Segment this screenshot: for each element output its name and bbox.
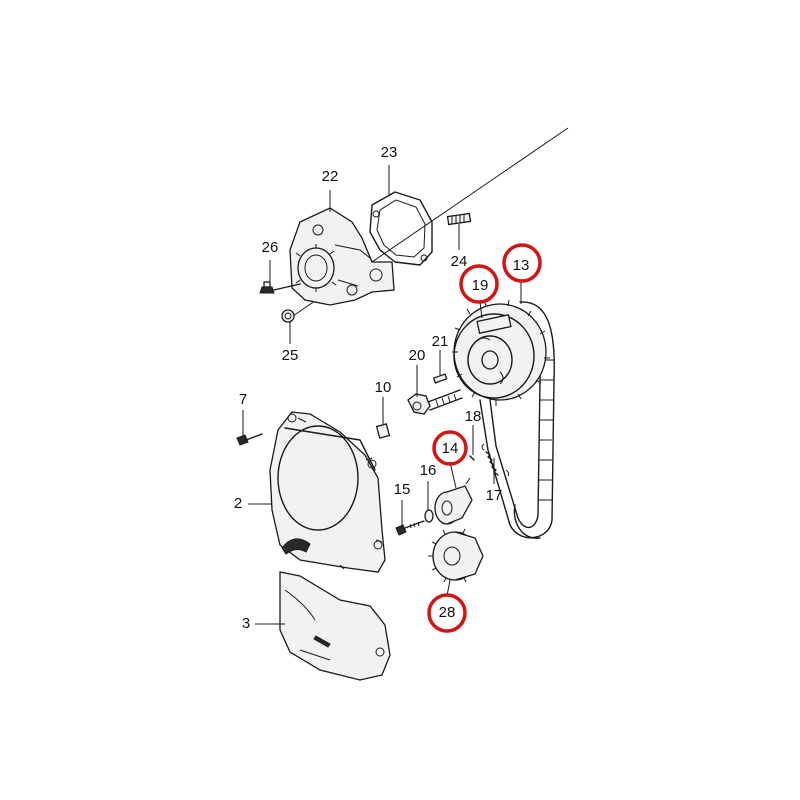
label-7: 7 xyxy=(239,391,247,408)
label-21: 21 xyxy=(432,333,449,350)
bolt-26 xyxy=(259,281,301,294)
label-15: 15 xyxy=(394,481,411,498)
label-17: 17 xyxy=(486,487,503,504)
label-26: 26 xyxy=(262,239,279,256)
highlight-circle-28 xyxy=(427,593,467,633)
tensioner-spring xyxy=(481,443,510,477)
label-3: 3 xyxy=(242,615,250,632)
highlight-circles xyxy=(427,243,542,633)
label-23: 23 xyxy=(381,144,398,161)
label-14: 14 xyxy=(442,440,459,457)
camshaft-bolt xyxy=(407,389,463,415)
tensioner-bolt xyxy=(395,520,425,536)
bolt-25 xyxy=(281,309,295,323)
crankshaft-pulley xyxy=(428,528,484,583)
highlight-circle-14 xyxy=(432,430,468,466)
water-pump xyxy=(289,207,395,306)
washer-16 xyxy=(424,509,434,523)
label-2: 2 xyxy=(234,495,242,512)
label-10: 10 xyxy=(375,379,392,396)
dowel-pin-21 xyxy=(432,373,448,384)
label-18: 18 xyxy=(465,408,482,425)
label-20: 20 xyxy=(409,347,426,364)
dowel-pin-10 xyxy=(375,423,391,439)
label-25: 25 xyxy=(282,347,299,364)
tensioner-pulley xyxy=(434,477,473,525)
bolt-7 xyxy=(236,433,263,446)
label-24: 24 xyxy=(451,253,468,270)
stud-24 xyxy=(446,212,472,226)
part-labels: 22 23 24 26 25 13 19 21 20 10 7 18 14 16… xyxy=(234,144,530,632)
highlight-circle-19 xyxy=(459,264,499,304)
leader-lines xyxy=(242,165,522,625)
label-13: 13 xyxy=(513,257,530,274)
upper-timing-cover xyxy=(269,411,386,573)
highlight-circle-13 xyxy=(502,243,542,283)
water-pump-gasket xyxy=(369,191,433,266)
lower-timing-cover xyxy=(279,571,391,681)
pin-18 xyxy=(469,455,475,461)
label-28: 28 xyxy=(439,604,456,621)
label-16: 16 xyxy=(420,462,437,479)
label-22: 22 xyxy=(322,168,339,185)
label-19: 19 xyxy=(472,277,489,294)
camshaft-pulley xyxy=(452,299,550,406)
